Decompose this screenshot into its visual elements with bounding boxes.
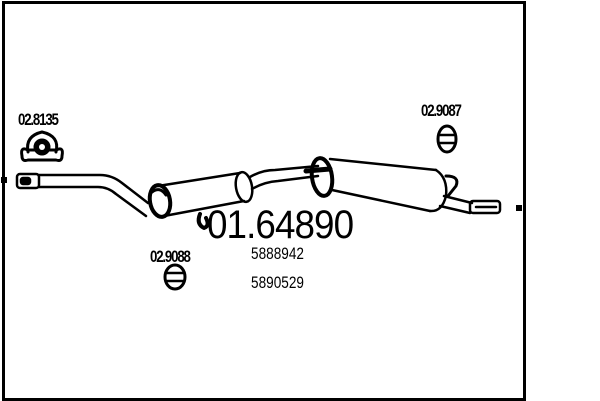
clamp-part-code: 02.8135: [18, 110, 59, 129]
rear-muffler-icon: [303, 156, 459, 213]
rubber-mount-icon-left: [163, 263, 187, 291]
clamp-icon: [20, 130, 64, 162]
main-part-number: 01.64890: [207, 203, 354, 247]
right-connector-marker: [516, 205, 522, 211]
rubber-mount-icon-right: [436, 124, 458, 154]
front-pipe-icon: [15, 172, 150, 218]
intermediate-pipe-icon: [248, 164, 320, 191]
oem-number-2: 5890529: [251, 273, 304, 292]
left-connector-marker: [1, 177, 7, 183]
rubber-mount-left-part-code: 02.9088: [150, 247, 191, 266]
center-muffler-icon: [147, 170, 254, 230]
rubber-mount-right-part-code: 02.9087: [421, 101, 462, 120]
oem-number-1: 5888942: [251, 244, 304, 263]
tail-pipe-icon: [438, 194, 502, 215]
